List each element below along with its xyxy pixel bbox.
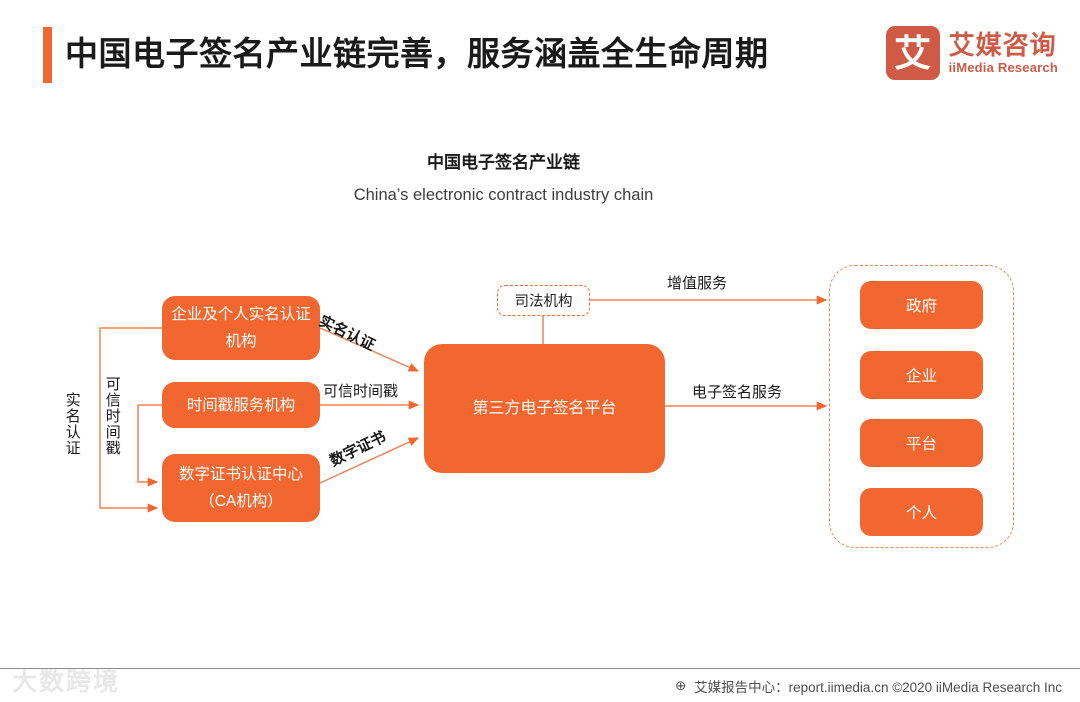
edge-feedback-timestamp — [137, 404, 162, 487]
watermark: 大数跨境 — [12, 668, 121, 696]
edge-label-value-added: 增值服务 — [667, 275, 728, 292]
edge-realname — [319, 327, 420, 372]
node-individual[interactable]: 个人 — [860, 488, 983, 536]
page-title: 中国电子签名产业链完善，服务涵盖全生命周期 — [65, 35, 769, 72]
chart-subtitle: China’s electronic contract industry cha… — [353, 186, 654, 204]
globe-icon: ⊕ — [675, 678, 687, 693]
node-platform-user[interactable]: 平台 — [860, 419, 983, 467]
node-government[interactable]: 政府 — [860, 281, 983, 329]
edge-label-feedback-timestamp: 可信时间戳 — [103, 376, 121, 456]
node-realname-org[interactable]: 企业及个人实名认证机构 — [162, 296, 320, 360]
header-accent-bar — [43, 27, 52, 83]
brand-logo-text: 艾媒咨询 iiMedia Research — [949, 30, 1058, 76]
node-judicial[interactable]: 司法机构 — [497, 285, 590, 316]
node-ca-org[interactable]: 数字证书认证中心（CA机构） — [162, 454, 320, 522]
edge-feedback-realname — [99, 327, 162, 513]
consumer-group-container — [829, 265, 1014, 548]
iimedia-logo-icon: 艾 — [885, 26, 940, 80]
footer-divider — [0, 668, 1080, 669]
edge-label-feedback-realname: 实名认证 — [63, 392, 81, 456]
node-platform[interactable]: 第三方电子签名平台 — [424, 344, 665, 473]
edge-cert — [319, 437, 420, 484]
node-timestamp-org[interactable]: 时间戳服务机构 — [162, 382, 320, 428]
footer-text: 艾媒报告中心：report.iimedia.cn ©2020 iiMedia R… — [694, 680, 1062, 695]
edge-label-timestamp: 可信时间戳 — [323, 383, 399, 400]
footer: ⊕ 艾媒报告中心：report.iimedia.cn ©2020 iiMedia… — [675, 676, 1062, 696]
node-enterprise[interactable]: 企业 — [860, 351, 983, 399]
chart-title: 中国电子签名产业链 — [427, 153, 580, 172]
brand-name-cn: 艾媒咨询 — [948, 30, 1057, 60]
brand-name-en: iiMedia Research — [948, 60, 1058, 75]
brand-logo: 艾 艾媒咨询 iiMedia Research — [885, 26, 1058, 80]
edge-label-esign-service: 电子签名服务 — [692, 384, 783, 401]
